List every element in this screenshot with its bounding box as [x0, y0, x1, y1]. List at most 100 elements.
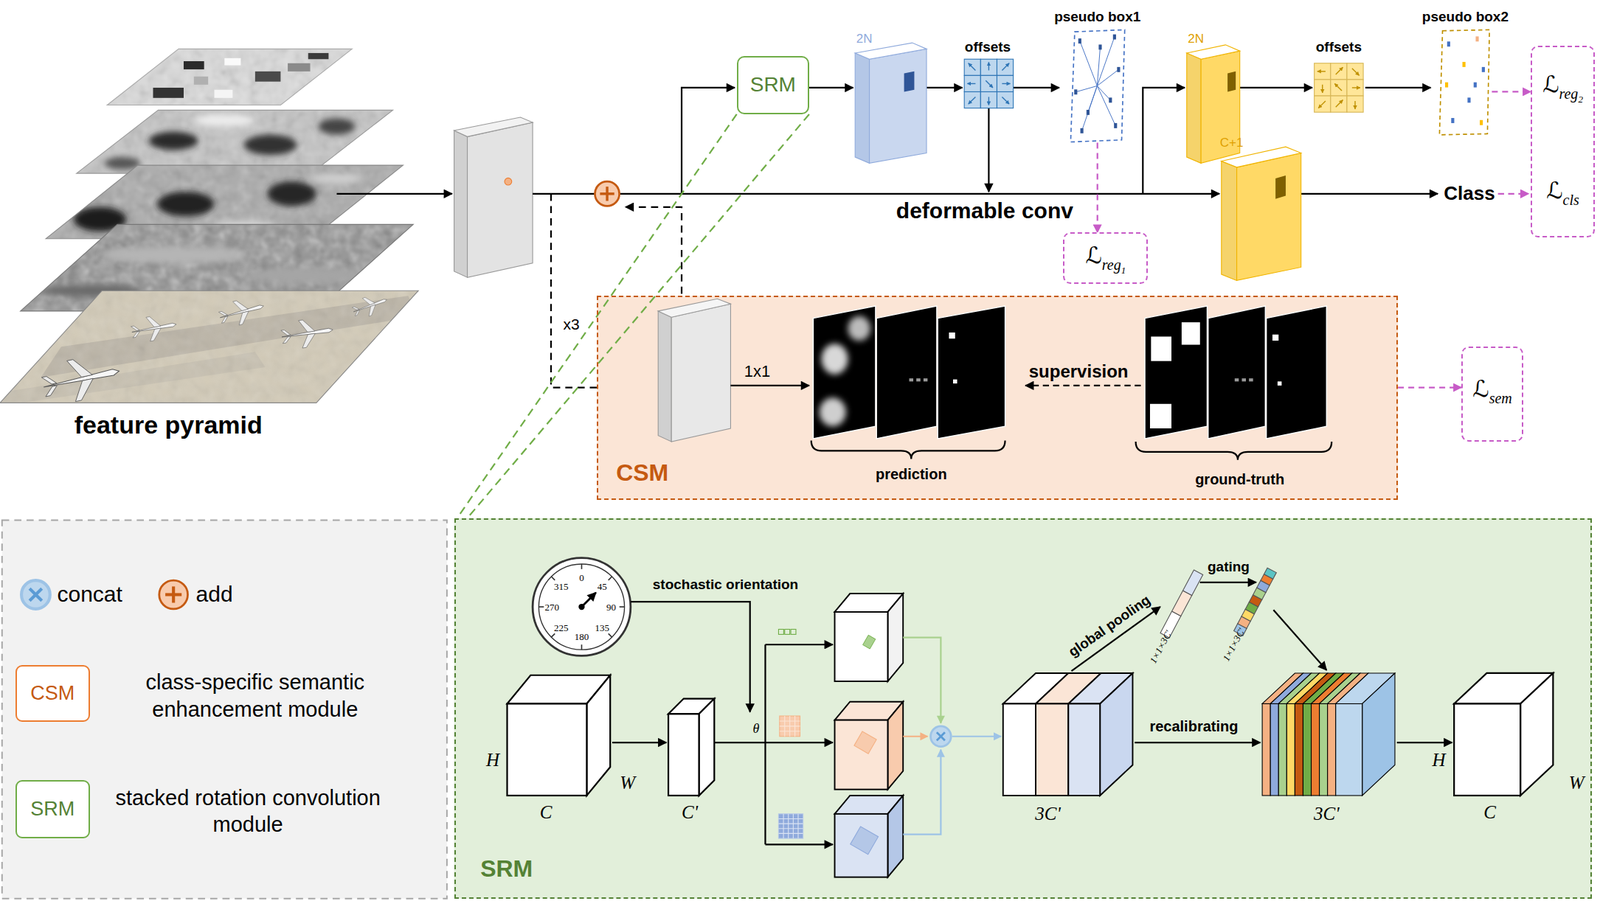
- part-label: offsets: [1315, 39, 1362, 55]
- wire: [1240, 87, 1313, 89]
- operation-label: recalibrating: [1149, 717, 1238, 734]
- offsets-grid: [996, 59, 1013, 76]
- wire: [902, 638, 1002, 836]
- cube: [506, 703, 587, 796]
- dial: [538, 564, 625, 650]
- kernel-icon: [779, 716, 801, 737]
- recalibrated-block: [1311, 703, 1320, 796]
- node-text: CSM: [615, 459, 669, 487]
- label-wrap: ground-truth: [1195, 471, 1285, 489]
- rotated-conv: [863, 635, 876, 650]
- offsets-grid: [1001, 63, 1010, 71]
- sample-point: [1481, 67, 1485, 73]
- recalibrated-block: [1335, 703, 1363, 796]
- feature-map: [454, 130, 468, 278]
- wire: [987, 108, 990, 192]
- dial-number: 45: [597, 581, 608, 593]
- concat-block: [1099, 673, 1133, 796]
- cube: [1453, 703, 1521, 796]
- feature-pyramid: [101, 45, 358, 110]
- feature-pyramid: [152, 87, 183, 99]
- wire: [1134, 742, 1260, 744]
- offsets-grid: [967, 83, 976, 85]
- ground-truth-maps: [1208, 306, 1266, 439]
- wire: [630, 601, 751, 712]
- offset-map: [854, 53, 869, 164]
- legend-panel: [2, 520, 448, 899]
- wire: [619, 193, 1220, 195]
- offsets-grid: [980, 59, 997, 76]
- offsets-grid: [985, 80, 993, 88]
- cube: [699, 699, 715, 796]
- offsets-grid: [968, 63, 976, 71]
- panel-ground: [454, 518, 1592, 900]
- feature-pyramid: [216, 294, 267, 330]
- concat-symbol: [21, 580, 51, 610]
- offsets-grid: [964, 91, 981, 108]
- wire: [336, 193, 452, 195]
- kernel-icon: [784, 629, 791, 635]
- label-wrap: global pooling: [1065, 592, 1153, 661]
- dial: [619, 606, 625, 608]
- recalibrated-block: [1278, 703, 1287, 796]
- math-line: ℒreg1: [1064, 242, 1147, 270]
- cube: [506, 675, 715, 796]
- label-wrap: feature pyramid: [74, 410, 263, 440]
- offsets-grid: [967, 61, 1010, 105]
- label-wrap: offsets: [1315, 39, 1362, 56]
- recalibrated-block: [1270, 703, 1279, 796]
- recalibrated-block: [1319, 703, 1328, 796]
- feature-pyramid: [350, 290, 391, 321]
- label-wrap: W: [619, 773, 636, 795]
- wire: [1397, 742, 1453, 744]
- kernel-icon: [778, 629, 803, 839]
- dimension-label: W: [1569, 773, 1585, 793]
- ground-truth-maps: [1136, 441, 1333, 461]
- loss-box: ℒreg2ℒcls: [1530, 45, 1595, 238]
- prediction-maps: [848, 316, 871, 341]
- concat-symbol: [29, 588, 43, 602]
- offsets-grid: [1318, 101, 1326, 109]
- part-label: offsets: [964, 39, 1011, 55]
- class-map: [1221, 146, 1302, 168]
- ground-truth-maps: [1181, 322, 1201, 345]
- offsets-grid: [1314, 63, 1364, 113]
- node-text: 1: [1121, 264, 1127, 276]
- heading-wrap: SRM: [480, 854, 533, 883]
- node-text: ℒ: [1542, 71, 1559, 99]
- node-text: reg: [1102, 256, 1122, 273]
- legend-text: stacked rotation convolution module: [115, 785, 381, 836]
- label-wrap: H: [1431, 749, 1446, 771]
- offsets-grid: [996, 91, 1013, 108]
- node-outline: [1069, 28, 1126, 144]
- offsets-grid: [964, 59, 1013, 108]
- add-symbol: [159, 580, 189, 610]
- offsets-grid: [1321, 84, 1323, 93]
- pseudo-box: pseudo box2: [1438, 28, 1492, 136]
- channel-vector: [1172, 590, 1193, 617]
- kernel-icon: [779, 716, 801, 737]
- node-text: pseudo box1: [1054, 8, 1141, 25]
- label-wrap: H: [486, 749, 500, 771]
- feature-pyramid: [0, 45, 421, 408]
- feature-map: [657, 311, 672, 442]
- offsets-grid: [968, 96, 976, 105]
- sample-point: [1479, 120, 1483, 126]
- dial: [578, 604, 585, 611]
- sample-point: [1086, 109, 1090, 116]
- offset-arrow: [1088, 85, 1097, 113]
- label-wrap: 135: [594, 621, 610, 635]
- label-wrap: 2N: [856, 31, 873, 47]
- node-text: 2: [1577, 94, 1584, 106]
- add-symbol: [159, 580, 189, 610]
- wire: [1200, 582, 1257, 584]
- label-wrap: 3C': [1313, 803, 1340, 825]
- recalibrated-block: [1327, 703, 1336, 796]
- legend-sample-box: SRM: [15, 780, 90, 839]
- dial-number: 0: [579, 572, 585, 584]
- pseudo-box-outline: [1070, 29, 1125, 142]
- dial: [551, 633, 555, 638]
- class-map: [1237, 152, 1302, 281]
- wire: [764, 643, 833, 646]
- node-text: ℒ: [1546, 177, 1563, 204]
